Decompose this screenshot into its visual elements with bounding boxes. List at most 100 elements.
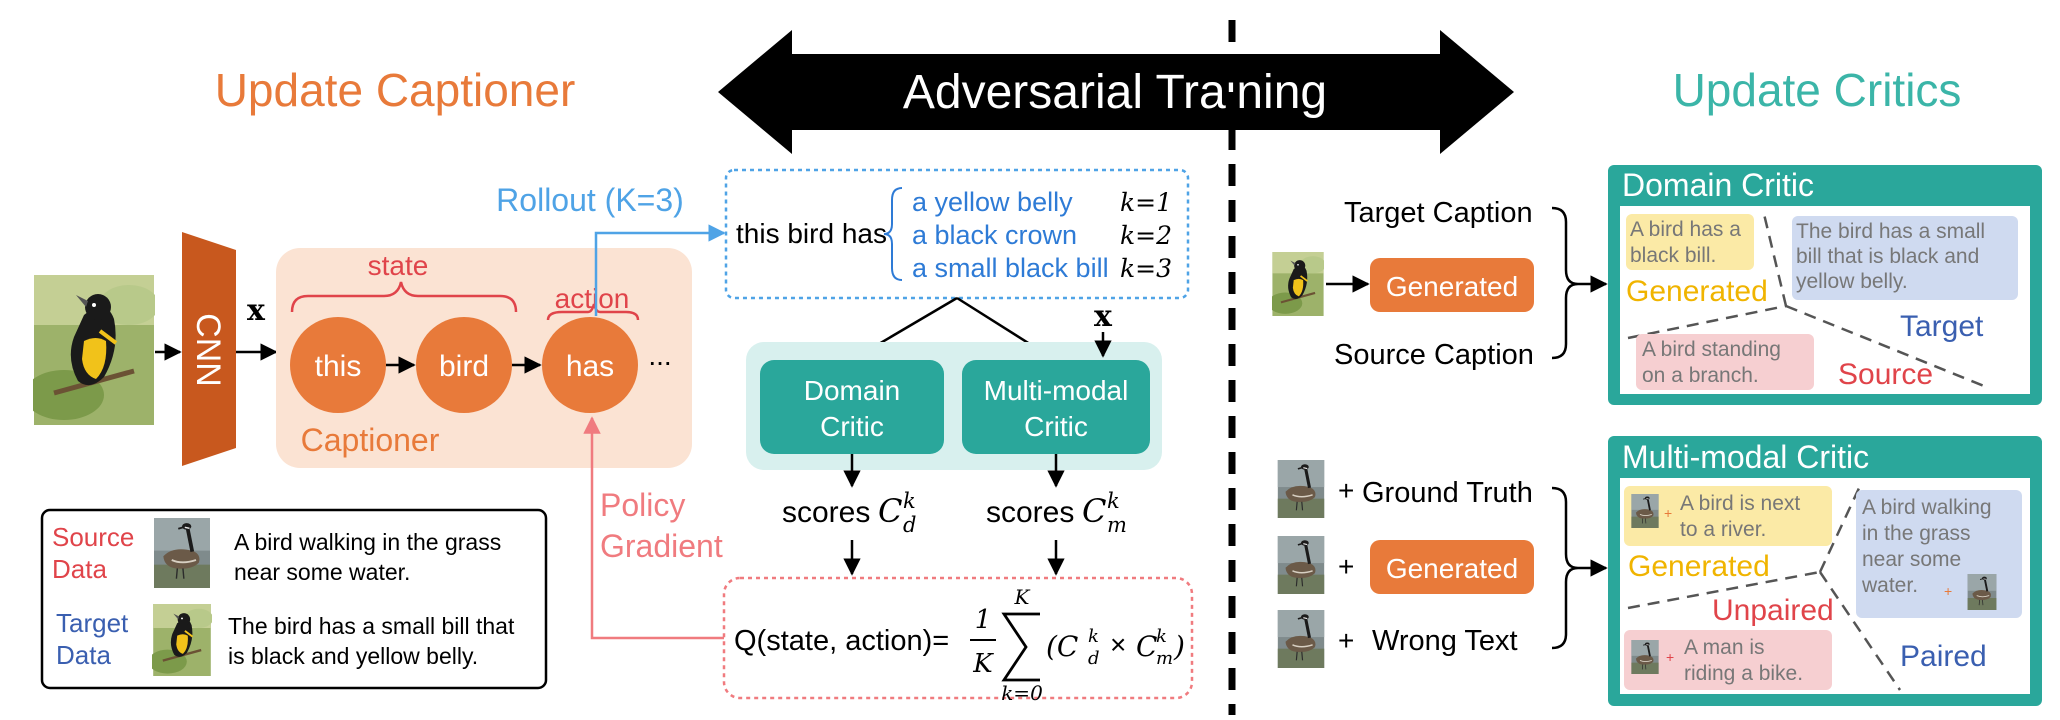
domain-divider-2 [1762, 213, 1788, 307]
mm-brace [1551, 486, 1579, 650]
legend-source-label-2: Data [52, 554, 107, 584]
legend-target-text-1: The bird has a small bill that [228, 613, 515, 639]
mm-panel-title: Multi-modal Critic [1622, 439, 1869, 475]
critic-x-symbol: x [1094, 299, 1113, 334]
mm-bubble-paired-plus: + [1944, 583, 1952, 599]
domain-bubble-generated-1: A bird has a [1630, 218, 1741, 241]
token-this-label: this [315, 350, 362, 383]
rollout-continuation-2: a black crown [912, 220, 1077, 250]
cnn-block [182, 232, 236, 466]
mm-bubble-paired-1: A bird walking [1862, 496, 1992, 519]
score-d-word: scores [782, 496, 870, 529]
domain-bubble-target-2: bill that is black and [1796, 245, 1979, 268]
mm-bubble-unpaired-plus: + [1666, 649, 1674, 665]
domain-divider-3 [1785, 304, 1985, 388]
domain-divider-1 [1627, 304, 1787, 340]
score-m-sub: m [1107, 513, 1127, 537]
domain-bubble-generated-2: black bill. [1630, 244, 1716, 267]
legend-source-text-2: near some water. [234, 559, 410, 585]
legend-target-label-2: Data [56, 640, 111, 670]
rollout-continuation-1: a yellow belly [912, 187, 1073, 217]
score-m-word: scores [986, 496, 1074, 529]
q-formula-sum-top: K [1014, 585, 1031, 609]
token-bird-node [416, 317, 512, 413]
q-formula-body-m: C [1136, 630, 1157, 663]
rollout-continuation-3: a small black bill [912, 253, 1109, 283]
multimodal-critic-line2: Critic [1024, 411, 1088, 442]
state-brace [290, 281, 518, 313]
mm-divider-3 [1818, 571, 1902, 691]
mm-bubble-paired-3: near some [1862, 548, 1961, 571]
domain-label-source: Source [1838, 358, 1933, 391]
domain-bubble-generated [1626, 214, 1754, 270]
input-image-oriole [24, 275, 159, 425]
cnn-label: CNN [189, 313, 227, 387]
domain-critic-box [760, 360, 944, 454]
q-formula-body-d-sub: d [1088, 648, 1100, 669]
adversarial-double-arrow [718, 30, 1514, 154]
mm-label-unpaired: Unpaired [1712, 594, 1834, 627]
q-formula-lhs: Q(state, action)= [734, 625, 949, 657]
legend-source-image [154, 518, 210, 588]
token-has-node [542, 317, 638, 413]
legend-target-text-2: is black and yellow belly. [228, 643, 478, 669]
token-this-node [290, 317, 386, 413]
token-has-label: has [566, 350, 614, 383]
mm-wrong-text: Wrong Text [1372, 625, 1518, 657]
q-formula-body-m-sub: m [1156, 648, 1173, 669]
legend-target-image [152, 604, 212, 676]
mm-plus-1: + [1338, 475, 1354, 506]
domain-bubble-source-1: A bird standing [1642, 338, 1781, 361]
state-label: state [368, 250, 429, 281]
rollout-label: Rollout (K=3) [496, 182, 684, 218]
domain-bubble-target-3: yellow belly. [1796, 270, 1908, 293]
mm-bubble-generated-1: A bird is next [1680, 492, 1800, 515]
multimodal-critic-line1: Multi-modal [984, 375, 1129, 406]
captioner-caption: Captioner [301, 422, 440, 458]
mm-divider-2 [1818, 485, 1862, 573]
domain-bubble-target [1792, 216, 2018, 300]
update-captioner-heading: Update Captioner [215, 64, 576, 116]
mm-label-paired: Paired [1900, 640, 1987, 673]
mm-generated-box [1370, 540, 1534, 594]
update-critics-heading: Update Critics [1673, 64, 1962, 116]
domain-source-caption: Source Caption [1334, 339, 1534, 371]
legend-source-label-1: Source [52, 522, 134, 552]
q-formula-box [722, 576, 1194, 700]
rollout-k-1: k=1 [1120, 188, 1172, 217]
mm-bubble-unpaired [1624, 630, 1832, 690]
mm-bubble-paired-2: in the grass [1862, 522, 1971, 545]
domain-bubble-source [1636, 334, 1814, 390]
domain-input-image [1272, 252, 1324, 316]
domain-critic-line2: Critic [820, 411, 884, 442]
score-d-sub: d [903, 513, 916, 537]
rollout-arrow [594, 224, 726, 316]
mm-bubble-paired-4: water. [1861, 574, 1918, 597]
q-formula-frac-num: 1 [975, 605, 992, 635]
domain-panel-title: Domain Critic [1622, 167, 1814, 203]
mm-bubble-generated [1624, 486, 1832, 546]
token-bird-label: bird [439, 350, 489, 383]
q-formula-body-d-sup: k [1088, 626, 1099, 647]
domain-bubble-target-1: The bird has a small [1796, 220, 1985, 243]
domain-brace [1551, 206, 1579, 360]
q-formula-body-d: (C [1046, 630, 1078, 663]
mm-divider-1 [1627, 570, 1821, 610]
q-formula-body-m-sup: k [1156, 626, 1167, 647]
policy-gradient-line2: Gradient [600, 528, 723, 564]
mm-bubble-unpaired-1: A man is [1684, 636, 1765, 659]
mm-bubble-generated-2: to a river. [1680, 518, 1766, 541]
mm-image-wrong-text [1275, 610, 1327, 668]
q-formula-sum-bottom: k=0 [1001, 681, 1043, 705]
policy-gradient-arrow [583, 416, 724, 640]
action-brace [546, 303, 640, 321]
q-formula-times: × [1110, 629, 1126, 660]
mm-bubble-generated-image [1630, 494, 1660, 528]
mm-image-generated [1275, 536, 1327, 594]
mm-label-generated: Generated [1628, 550, 1770, 583]
rollout-k-2: k=2 [1120, 221, 1172, 250]
domain-target-caption: Target Caption [1344, 197, 1533, 229]
score-d-symbol: C [878, 492, 902, 530]
score-d-sup: k [903, 489, 916, 513]
